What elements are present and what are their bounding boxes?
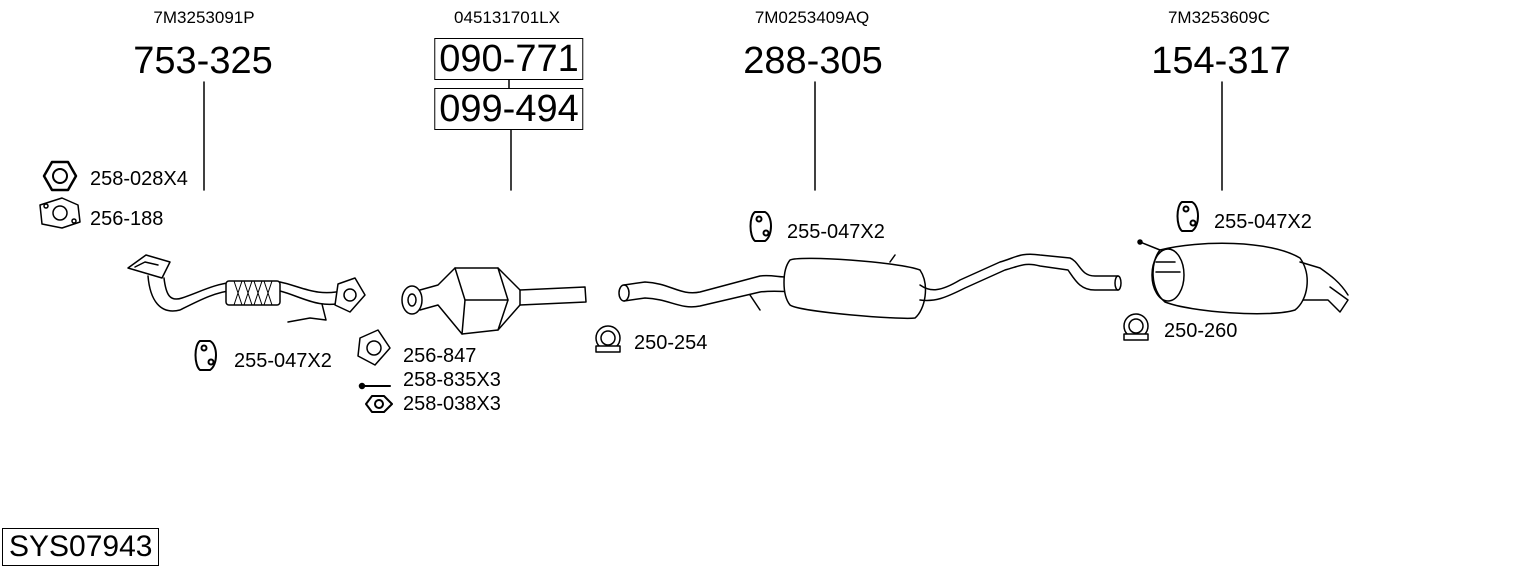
oem-number-middle-silencer: 7M0253409AQ — [754, 8, 870, 27]
oem-number-rear-silencer: 7M3253609C — [1167, 8, 1271, 27]
accessory-label-hanger[interactable]: 255-047X2 — [234, 350, 332, 372]
accessory-label-nut-cat[interactable]: 258-038X3 — [403, 393, 501, 415]
gasket-icon — [357, 329, 391, 366]
oem-number-front-pipe: 7M3253091P — [153, 8, 255, 27]
accessory-label-clamp[interactable]: 250-254 — [634, 332, 708, 354]
front-pipe-drawing — [127, 254, 366, 323]
clamp-icon — [595, 325, 621, 353]
part-number-front-pipe[interactable]: 753-325 — [133, 40, 273, 82]
gasket-icon — [39, 197, 81, 229]
accessory-label-gasket[interactable]: 256-188 — [90, 208, 164, 230]
nut-icon — [42, 160, 78, 192]
part-number-middle-silencer[interactable]: 288-305 — [743, 40, 883, 82]
catalytic-converter-drawing — [401, 267, 587, 335]
rear-silencer-drawing — [1137, 239, 1349, 315]
accessory-label-clamp-rear[interactable]: 250-260 — [1164, 320, 1238, 342]
bolt-icon — [358, 382, 391, 390]
part-number-rear-silencer[interactable]: 154-317 — [1151, 40, 1291, 82]
accessory-label-hanger-middle[interactable]: 255-047X2 — [787, 221, 885, 243]
system-code-badge: SYS07943 — [2, 528, 160, 566]
nut-icon — [365, 395, 393, 413]
middle-silencer-drawing — [618, 253, 1122, 320]
accessory-label-gasket-cat[interactable]: 256-847 — [403, 345, 477, 367]
accessory-label-nut[interactable]: 258-028X4 — [90, 168, 188, 190]
accessory-label-hanger-rear[interactable]: 255-047X2 — [1214, 211, 1312, 233]
part-number-catalytic-converter-alt[interactable]: 099-494 — [434, 88, 584, 130]
clamp-icon — [1123, 313, 1149, 341]
rubber-hanger-icon — [194, 340, 217, 371]
accessory-label-bolt[interactable]: 258-835X3 — [403, 369, 501, 391]
rubber-hanger-icon — [1176, 201, 1199, 232]
rubber-hanger-icon — [749, 211, 772, 242]
oem-number-catalytic-converter: 045131701LX — [454, 8, 560, 27]
